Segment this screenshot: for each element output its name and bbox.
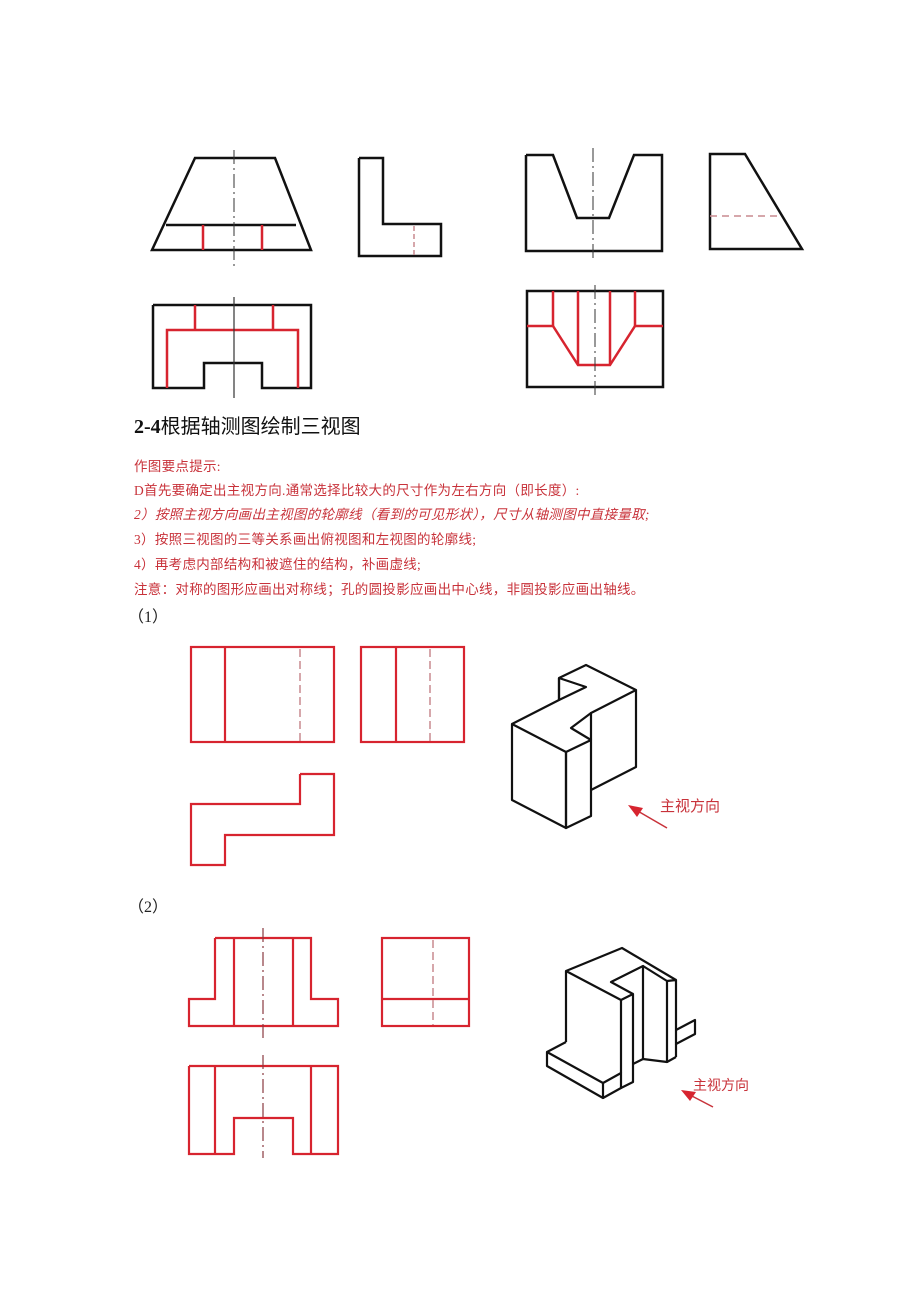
tips-note: 注意：对称的图形应画出对称线；孔的圆投影应画出中心线，非圆投影应画出轴线。 [134,582,645,597]
drawing-top-view-answer-1 [151,297,313,398]
exercise-2-isometric-model [545,946,714,1108]
exercise-2-front-view [187,928,340,1040]
tip-item-3: 3）按照三视图的三等关系画出俯视图和左视图的轮廓线; [134,532,477,547]
exercise-1-side-view [359,645,466,744]
exercise-2-top-view [187,1055,340,1158]
exercise-2-side-view [380,936,471,1028]
drawing-top-view-answer-2 [525,285,665,396]
tips-heading: 作图要点提示: [134,459,221,474]
tip-item-2: 2）按照主视方向画出主视图的轮廓线（看到的可见形状），尺寸从轴测图中直接量取; [134,507,650,522]
drawing-v-groove-front-view [524,148,664,262]
tip-item-1: D首先要确定出主视方向.通常选择比较大的尺寸作为左右方向（即长度）: [134,483,580,498]
drawing-trapezoid-front-view [150,150,313,268]
exercise-1-label: （1） [128,609,169,626]
exercise-2-label: （2） [128,899,169,916]
drawing-wedge-side-view [708,152,805,251]
exercise-1-isometric-model [510,663,668,830]
drawing-l-side-view [357,156,443,258]
section-title: 2-4根据轴测图绘制三视图 [134,410,361,439]
section-title-text: 根据轴测图绘制三视图 [160,416,361,438]
exercise-2-direction-label: 主视方向 [693,1079,749,1094]
exercise-1-top-view [189,772,336,867]
exercise-1-front-view [189,645,336,744]
exercise-1-direction-label: 主视方向 [660,799,721,815]
tip-item-4: 4）再考虑内部结构和被遮住的结构，补画虚线; [134,557,422,572]
section-number: 2-4 [134,416,161,438]
